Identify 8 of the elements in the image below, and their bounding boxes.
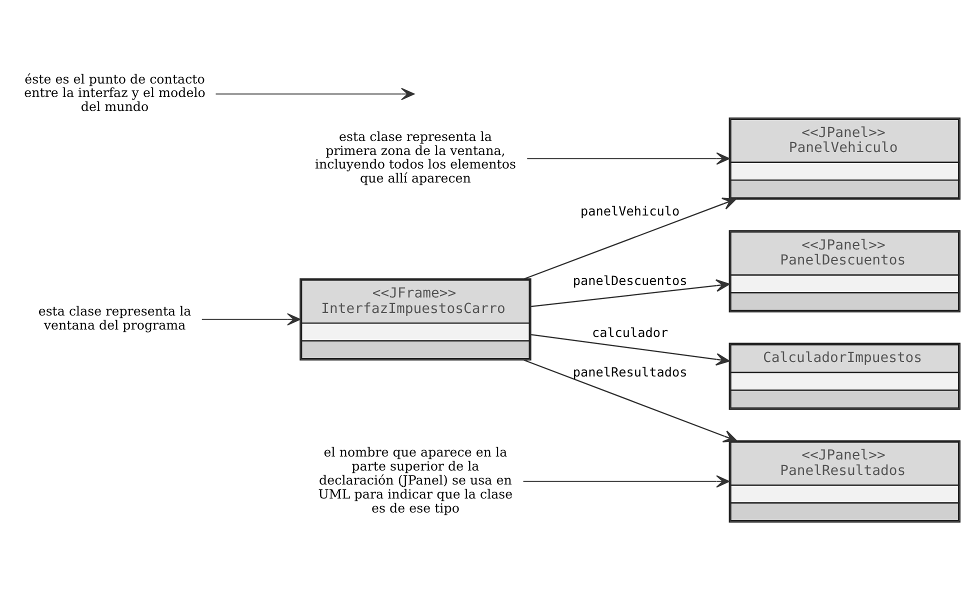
edge-label: calculador (591, 325, 668, 340)
node-text: éste es el punto de contacto entre la interfaz y el modelo del mundo (24, 71, 205, 114)
edge-label: panelDescuentos (572, 273, 687, 288)
node-text: esta clase representa la primera zona de la ventana, incluyendo todos los elementos que allí aparecen (314, 128, 516, 186)
edge-label: panelVehiculo (580, 204, 680, 219)
node-text: el nombre que aparece en la parte superior de la declaración (JPanel) se usa en UML para indicar que la clase es de ese tipo (318, 444, 512, 516)
node-text: esta clase representa la ventana del programa (38, 304, 191, 332)
edge-label: panelResultados (572, 364, 687, 380)
